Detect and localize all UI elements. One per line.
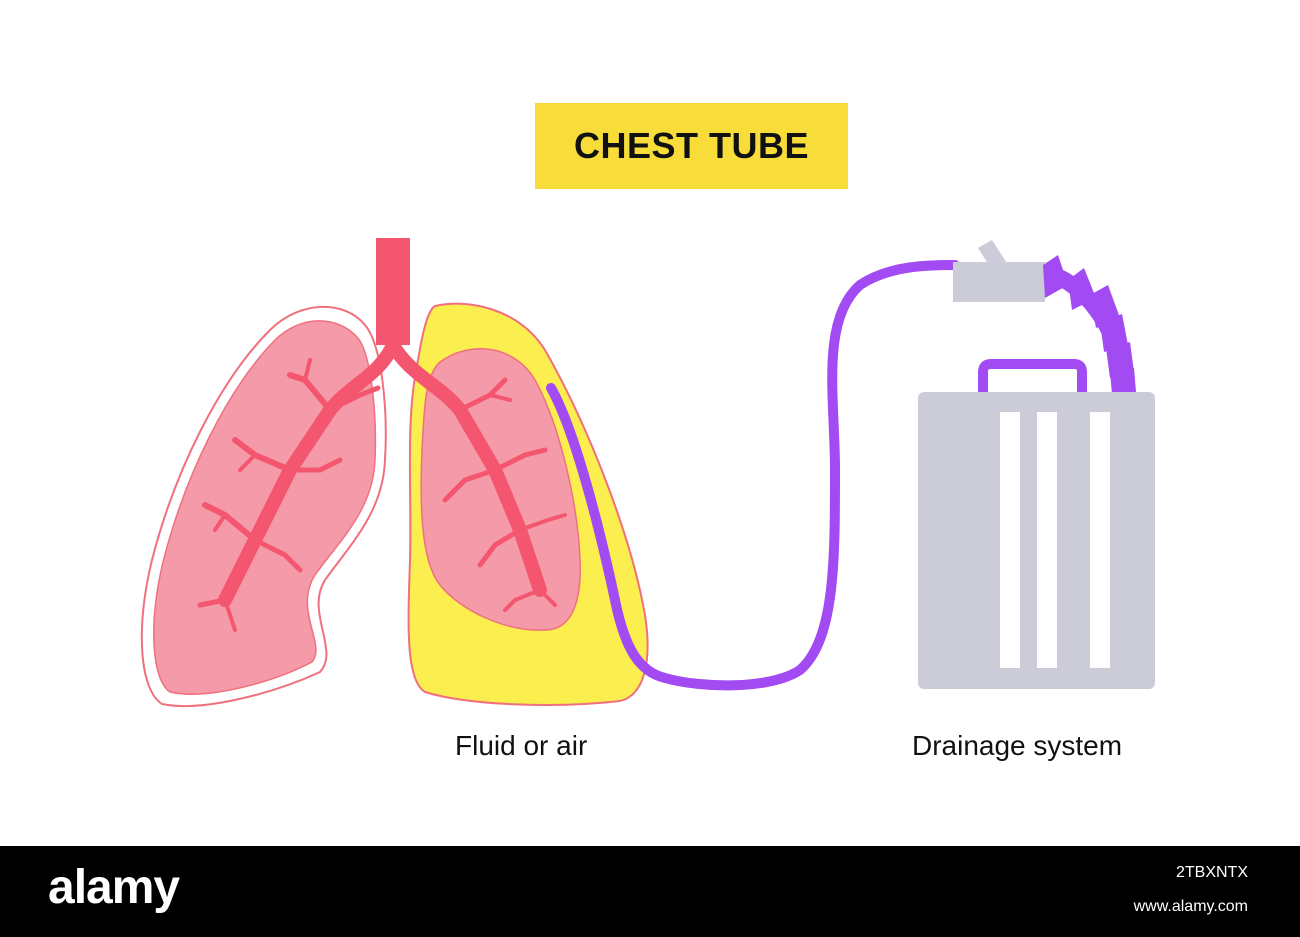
left-branch	[287, 457, 343, 473]
drainage-chamber	[1000, 412, 1020, 668]
airway-tree	[197, 238, 567, 632]
chest-tube	[546, 260, 960, 691]
left-branch	[213, 513, 227, 532]
diagram-canvas: CHEST TUBE	[140, 103, 1155, 761]
footer-url: www.alamy.com	[1133, 898, 1248, 915]
right-lung-region	[407, 302, 649, 706]
left-branch	[303, 358, 312, 382]
left-branch	[238, 453, 257, 472]
left-branch	[223, 598, 237, 632]
right-branch	[442, 467, 498, 503]
drainage-chamber	[1090, 412, 1110, 668]
drainage-system-label: Drainage system	[912, 730, 1123, 761]
right-branch	[518, 513, 567, 532]
watermark-footer: alamy 2TBXNTX www.alamy.com	[0, 846, 1300, 937]
drainage-unit	[918, 359, 1155, 689]
right-main-bronchus	[386, 338, 547, 597]
page-title: CHEST TUBE	[573, 125, 809, 166]
left-lung	[140, 305, 387, 707]
right-branch	[503, 588, 542, 612]
left-branch	[197, 597, 228, 608]
right-branch	[477, 527, 523, 568]
drainage-body	[918, 392, 1155, 689]
corrugated-hose	[1043, 255, 1136, 394]
right-branch	[492, 447, 548, 473]
title-banner: CHEST TUBE	[535, 103, 848, 189]
left-branch	[252, 537, 303, 573]
left-main-bronchus	[218, 338, 400, 607]
image-id: 2TBXNTX	[1175, 864, 1248, 881]
alamy-logo: alamy	[48, 861, 180, 914]
right-branch	[538, 588, 557, 607]
connector-port	[978, 240, 1010, 276]
right-branch	[488, 393, 512, 402]
left-branch	[327, 385, 381, 413]
drainage-chamber	[1037, 412, 1057, 668]
illustration	[140, 238, 1155, 707]
drainage-handle	[978, 359, 1087, 395]
tube-connector	[953, 240, 1045, 302]
fluid-or-air-label: Fluid or air	[455, 730, 588, 761]
